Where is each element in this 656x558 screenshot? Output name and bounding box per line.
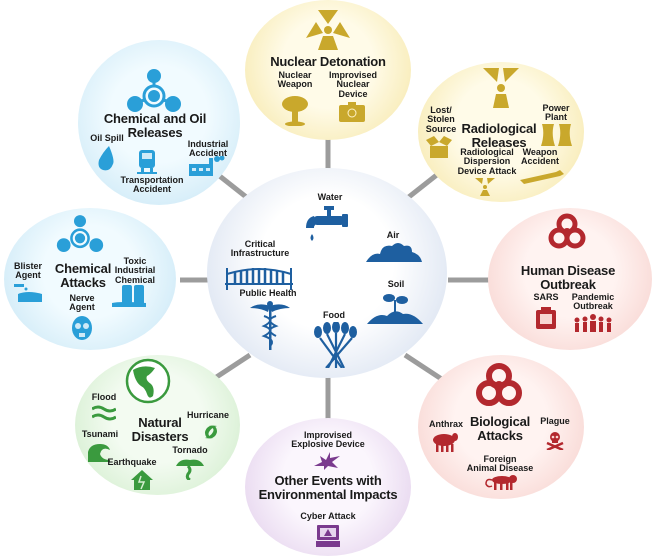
air-cloud-icon	[366, 243, 422, 262]
cooling-towers-icon	[541, 124, 572, 146]
gas-mask-icon	[72, 316, 92, 340]
sars-label: SARS	[533, 292, 559, 302]
nuclear-detonation-title: Nuclear Detonation	[270, 54, 386, 69]
wheat-icon	[314, 322, 357, 368]
tornado-icon	[176, 459, 204, 480]
improvised-nuclear-device-label: Improvised Nuclear Device	[328, 70, 378, 99]
computer-warning-icon	[316, 525, 340, 547]
radiation-icon	[483, 68, 519, 108]
train-icon	[137, 150, 157, 174]
open-box-icon	[426, 136, 452, 158]
plague-label: Plague	[540, 416, 570, 426]
sheep-icon	[433, 433, 458, 452]
food-label: Food	[323, 310, 345, 320]
earthquake-label: Earthquake	[107, 457, 157, 467]
flood-label: Flood	[91, 392, 117, 402]
suitcase-nuke-icon	[339, 102, 365, 122]
hurricane-label: Hurricane	[186, 410, 230, 420]
human-disease-outbreak-title: Human Disease Outbreak	[520, 263, 616, 292]
transportation-accident-label: Transportation Accident	[120, 175, 184, 195]
biological-attacks-title: Biological Attacks	[469, 414, 531, 443]
globe-icon	[125, 358, 171, 404]
oil-spill-label: Oil Spill	[90, 133, 124, 143]
nerve-agent-label: Nerve Agent	[69, 293, 95, 313]
biohazard-icon	[476, 363, 522, 406]
explosive-device-icon	[314, 452, 340, 470]
chemical-molecule-icon	[127, 69, 181, 112]
lost-stolen-source-label: Lost/ Stolen Source	[425, 105, 457, 134]
caduceus-icon	[250, 301, 290, 350]
industrial-accident-label: Industrial Accident	[187, 139, 229, 159]
earthquake-house-icon	[131, 470, 153, 490]
monkey-icon	[485, 475, 517, 490]
weapon-accident-label: Weapon Accident	[520, 147, 560, 167]
ied-label: Improvised Explosive Device	[291, 430, 365, 450]
natural-disasters-title: Natural Disasters	[131, 415, 189, 444]
factory-icon	[189, 156, 225, 176]
blister-agent-label: Blister Agent	[13, 261, 43, 281]
tsunami-wave-icon	[88, 444, 110, 462]
soil-plant-icon	[367, 294, 423, 324]
toxic-industrial-chemical-label: Toxic Industrial Chemical	[114, 256, 156, 285]
foreign-animal-disease-label: Foreign Animal Disease	[466, 454, 534, 474]
critical-infrastructure-label: Critical Infrastructure	[230, 239, 290, 259]
radiological-releases-title: Radiological Releases	[461, 121, 537, 150]
water-faucet-icon	[306, 206, 348, 241]
radiation-icon	[306, 10, 350, 50]
chemical-barrels-icon	[112, 285, 146, 307]
bridge-icon	[225, 268, 293, 290]
chemical-attacks-title: Chemical Attacks	[54, 261, 112, 290]
mushroom-cloud-icon	[282, 96, 308, 126]
chemical-molecule-icon	[56, 215, 104, 252]
oil-drop-icon	[98, 146, 114, 171]
pandemic-outbreak-label: Pandemic Outbreak	[571, 292, 615, 312]
air-label: Air	[386, 230, 400, 240]
soil-label: Soil	[387, 279, 405, 289]
tsunami-label: Tsunami	[81, 429, 119, 439]
sars-icon	[536, 307, 556, 329]
chemical-oil-releases-title: Chemical and Oil Releases	[103, 111, 207, 140]
small-radiation-icon	[475, 178, 495, 196]
tornado-label: Tornado	[172, 445, 208, 455]
nuclear-weapon-label: Nuclear Weapon	[277, 70, 313, 90]
cyber-attack-label: Cyber Attack	[300, 511, 356, 521]
anthrax-label: Anthrax	[428, 419, 464, 429]
hurricane-icon	[205, 425, 217, 439]
power-plant-label: Power Plant	[542, 103, 570, 123]
rdd-attack-label: Radiological Dispersion Device Attack	[457, 147, 517, 176]
other-events-title: Other Events with Environmental Impacts	[258, 473, 398, 502]
biological-attacks-bubble	[418, 355, 584, 499]
water-label: Water	[317, 192, 343, 202]
chemical-oil-releases-bubble	[78, 40, 240, 205]
public-health-label: Public Health	[239, 288, 297, 298]
crowd-icon	[574, 314, 612, 332]
blister-agent-icon	[14, 284, 42, 302]
flood-waves-icon	[92, 405, 116, 421]
biohazard-icon	[548, 213, 586, 249]
missile-icon	[520, 170, 564, 184]
skull-crossbones-icon	[546, 432, 564, 450]
